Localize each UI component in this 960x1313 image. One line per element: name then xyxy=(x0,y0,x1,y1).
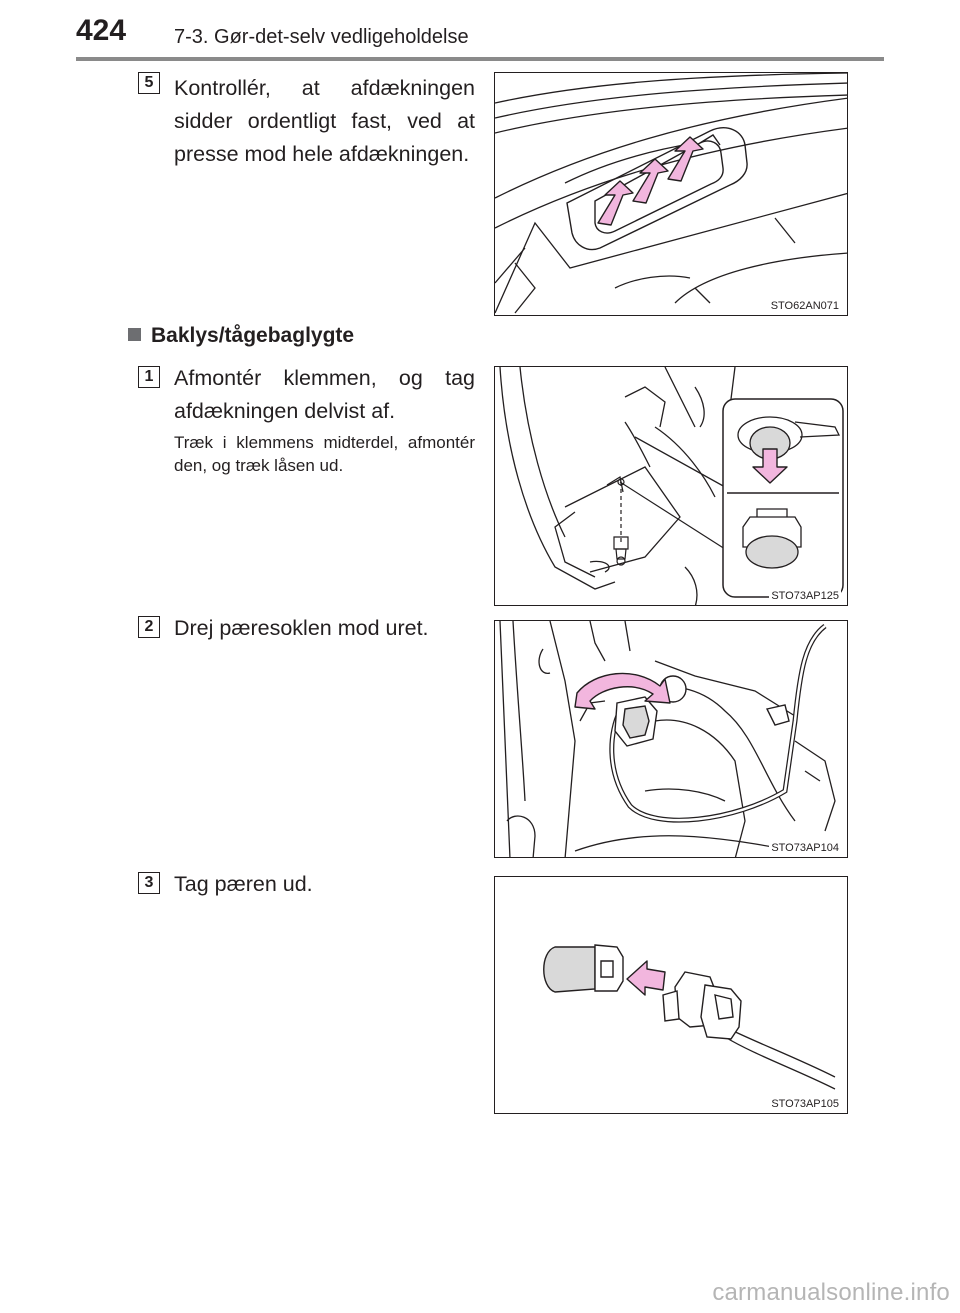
step-number-1: 1 xyxy=(138,366,160,388)
subsection-title: Baklys/tågebaglygte xyxy=(151,324,355,347)
subsection-heading: Baklys/tågebaglygte xyxy=(128,324,354,348)
step-number-3: 3 xyxy=(138,872,160,894)
step-1-note: Træk i klemmens midterdel, afmontér den,… xyxy=(174,433,475,475)
step-number-5: 5 xyxy=(138,72,160,94)
figure-clip-removal: STO73AP125 xyxy=(494,366,848,606)
bullet-square-icon xyxy=(128,328,141,341)
page-number: 424 xyxy=(76,14,127,47)
figure-cover-press: STO62AN071 xyxy=(494,72,848,316)
step-number-2: 2 xyxy=(138,616,160,638)
figure-bulb-socket-turn: STO73AP104 xyxy=(494,620,848,858)
step-5-text: Kontrollér, at afdækningen sidder ordent… xyxy=(174,76,475,166)
step-3-text: Tag pæren ud. xyxy=(174,872,313,896)
figure-code: STO62AN071 xyxy=(768,300,841,312)
cover-press-illustration xyxy=(495,73,847,314)
clip-removal-illustration xyxy=(499,367,844,605)
bulb-removal-illustration xyxy=(543,944,836,1090)
bulb-socket-illustration xyxy=(499,621,836,857)
figure-bulb-removal: STO73AP105 xyxy=(494,876,848,1114)
watermark: carmanualsonline.info xyxy=(712,1279,950,1306)
step-2-text: Drej pæresoklen mod uret. xyxy=(174,616,429,640)
header-divider xyxy=(76,57,884,61)
section-title: 7-3. Gør-det-selv vedligeholdelse xyxy=(174,26,469,48)
step-1-text: Afmontér klemmen, og tag afdækningen del… xyxy=(174,366,475,423)
figure-code: STO73AP125 xyxy=(769,590,841,602)
figure-code: STO73AP104 xyxy=(769,842,841,854)
figure-code: STO73AP105 xyxy=(769,1098,841,1110)
